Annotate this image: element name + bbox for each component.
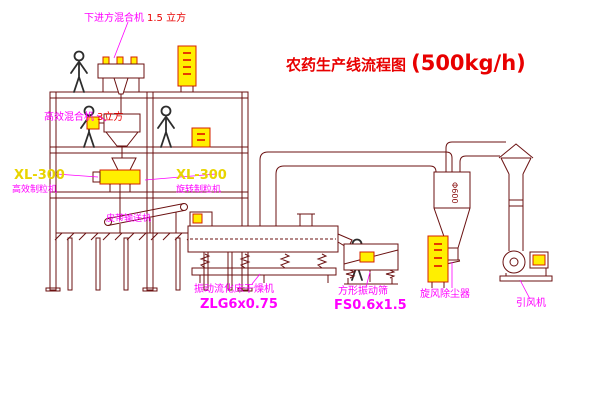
floor2-mixer — [86, 113, 141, 158]
control-cabinet-floor2 — [191, 127, 211, 148]
page-title: 农药生产线流程图 (500kg/h) — [285, 51, 526, 75]
label-top-mixer-spec: 1.5 立方 — [147, 11, 186, 24]
person-icon — [157, 105, 175, 148]
building-structure — [45, 91, 253, 292]
label-granulator-left-model: XL-300 — [14, 168, 65, 183]
person-icon — [70, 50, 88, 93]
label-belt-conveyor: 皮带输送机 — [106, 212, 151, 224]
fluid-bed-dryer — [187, 211, 353, 283]
label-cyclone-dim: Φ600 — [450, 182, 459, 204]
label-granulator-left-name: 高效制粒机 — [12, 183, 57, 195]
induced-draft-fan — [499, 250, 553, 282]
vibrating-screen — [343, 243, 399, 285]
top-mixer — [97, 56, 145, 114]
control-cabinet-top — [177, 45, 197, 92]
belt-conveyor — [104, 203, 188, 233]
granulator — [92, 157, 141, 220]
label-screen-model: FS0.6x1.5 — [334, 298, 407, 313]
label-screen-name: 方形振动筛 — [338, 284, 388, 297]
leader-lines — [55, 21, 531, 300]
label-floor2-mixer-spec: 3立方 — [97, 110, 123, 123]
exhaust-duct — [259, 151, 453, 226]
label-dryer-model: ZLG6x0.75 — [200, 297, 278, 312]
label-dryer-name: 振动流化床干燥机 — [194, 282, 274, 295]
stack — [498, 143, 534, 251]
label-granulator-right-name: 旋转制粒机 — [176, 183, 221, 195]
label-floor2-mixer-name: 高效混合机 — [44, 110, 94, 123]
page-title-capacity: (500kg/h) — [411, 51, 526, 75]
page-title-main: 农药生产线流程图 — [285, 56, 406, 74]
label-granulator-right-model: XL-300 — [176, 168, 227, 183]
label-top-mixer-name: 下进方混合机 — [84, 11, 144, 24]
label-cyclone-name: 旋风除尘器 — [420, 287, 470, 300]
label-fan-name: 引风机 — [516, 296, 546, 309]
cyclone — [433, 141, 506, 265]
control-cabinet-right — [427, 235, 449, 288]
